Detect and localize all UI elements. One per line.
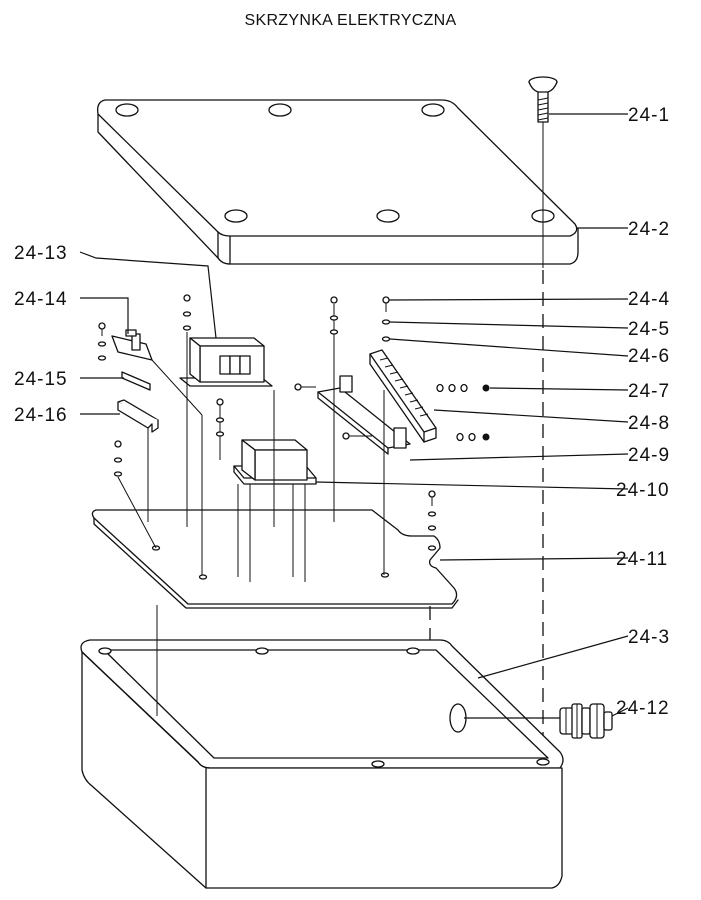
label-24-5: 24-5	[628, 319, 670, 340]
label-24-10: 24-10	[616, 480, 670, 501]
screw-sets	[97, 294, 490, 549]
label-24-7: 24-7	[628, 381, 670, 402]
leader-lines	[79, 113, 629, 719]
transformer-part	[219, 404, 317, 582]
fuse-holder-part	[117, 399, 159, 522]
label-24-15: 24-15	[14, 369, 68, 390]
resistor-part	[121, 371, 151, 391]
label-24-13: 24-13	[14, 243, 68, 264]
label-24-9: 24-9	[628, 445, 670, 466]
label-24-6: 24-6	[628, 346, 670, 367]
terminal-strip-teeth	[379, 357, 429, 417]
part-labels: 24-1 24-2 24-3 24-4 24-5 24-6 24-7 24-8 …	[14, 105, 670, 719]
lid-screw-part	[528, 76, 558, 268]
label-24-11: 24-11	[616, 549, 668, 570]
label-24-8: 24-8	[628, 413, 670, 434]
label-24-1: 24-1	[628, 105, 670, 126]
cable-gland-part	[559, 703, 613, 739]
label-24-4: 24-4	[628, 289, 670, 310]
lid-part	[97, 99, 579, 265]
label-24-3: 24-3	[628, 627, 670, 648]
relay-part	[179, 332, 275, 527]
terminal-strip-part	[369, 349, 437, 443]
mounting-plate-part	[91, 509, 459, 609]
label-24-2: 24-2	[628, 219, 670, 240]
label-24-12: 24-12	[616, 698, 670, 719]
label-24-16: 24-16	[14, 405, 68, 426]
small-relay-part	[111, 329, 203, 575]
diagram-title: SKRZYNKA ELEKTRYCZNA	[244, 12, 457, 29]
label-24-14: 24-14	[14, 289, 68, 310]
box-body-part	[80, 605, 564, 889]
din-bracket-part	[317, 304, 411, 575]
